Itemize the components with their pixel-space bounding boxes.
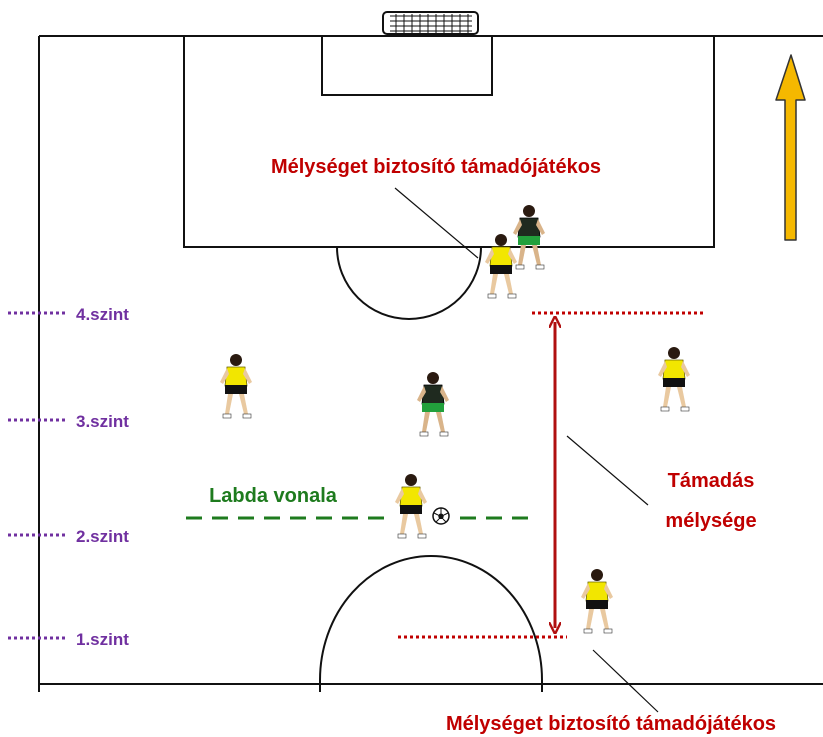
player-figure-icon (512, 204, 546, 270)
player-figure-icon (580, 568, 614, 634)
attack-depth-label-line1: Támadás (668, 470, 755, 492)
bottom-annotation: Mélységet biztosító támadójátékos (446, 713, 776, 735)
player-figure-icon (219, 353, 253, 419)
goal-net-icon (382, 11, 479, 35)
top-annotation: Mélységet biztosító támadójátékos (271, 156, 601, 178)
depth-label-leader (566, 435, 649, 506)
goal-area (321, 35, 493, 96)
players (219, 204, 691, 634)
player-figure-icon (416, 371, 450, 437)
attack-direction-arrow-icon (775, 54, 806, 241)
top-annotation-leader (394, 187, 479, 259)
penalty-arc (336, 246, 482, 320)
player-figure-icon (394, 473, 428, 539)
pitch-boundary (38, 35, 823, 692)
bottom-annotation-leader (592, 649, 659, 713)
level-3-label: 3.szint (76, 412, 129, 431)
level-1-label: 1.szint (76, 630, 129, 649)
level-2-label: 2.szint (76, 527, 129, 546)
level-4-label: 4.szint (76, 305, 129, 324)
penalty-area (183, 35, 715, 248)
ball-line-label: Labda vonala (209, 485, 338, 507)
center-circle-arc (319, 555, 543, 692)
player-figure-icon (484, 233, 518, 299)
soccer-ball-icon (432, 507, 450, 525)
player-figure-icon (657, 346, 691, 412)
level-indicators: 4.szint 3.szint 2.szint 1.szint (8, 305, 129, 649)
attack-depth-label-line2: mélysége (665, 510, 756, 532)
field-lines (38, 35, 823, 692)
